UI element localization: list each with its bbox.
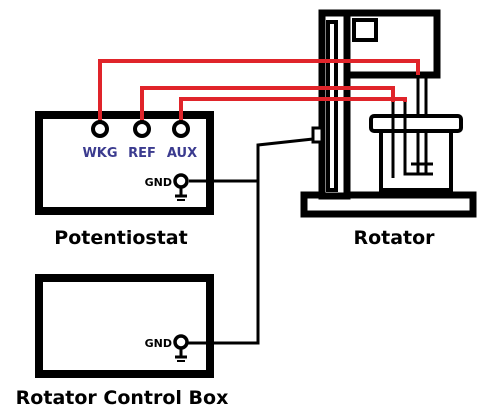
wire-control-cable [187,137,314,345]
control-box-gnd-jack [173,334,189,350]
ground-wires [187,137,314,345]
port-wkg-label: WKG [82,146,117,161]
control-box-gnd: GND [145,334,189,362]
port-ref-jack [133,120,151,138]
electrochemical-cell [369,100,463,192]
rotator-column-slot [326,20,338,192]
port-aux-label: AUX [167,146,197,161]
wire-ref [140,86,395,122]
rotator-motor-inner [352,18,378,42]
rotator-caption: Rotator [353,227,435,249]
rotator-base [300,191,477,218]
control-box-gnd-label: GND [145,337,172,350]
cell-aux-electrode [403,100,433,176]
wire-wkg [98,59,420,122]
lead-wires [98,59,420,122]
rotator-cable-port [311,126,324,144]
potentiostat-ports: WKG REF AUX [82,120,197,161]
control-box-caption: Rotator Control Box [16,387,229,409]
control-box [35,274,214,378]
port-ref-label: REF [128,146,156,161]
rotator-motor-head [343,9,441,79]
port-aux-jack [172,120,190,138]
rotator [300,9,477,218]
potentiostat-gnd-jack [173,173,189,189]
potentiostat-caption: Potentiostat [54,227,187,249]
potentiostat-gnd-label: GND [145,176,172,189]
port-wkg-jack [91,120,109,138]
potentiostat-gnd: GND [145,173,189,201]
wire-aux [179,97,407,122]
cell-cap [369,114,463,133]
